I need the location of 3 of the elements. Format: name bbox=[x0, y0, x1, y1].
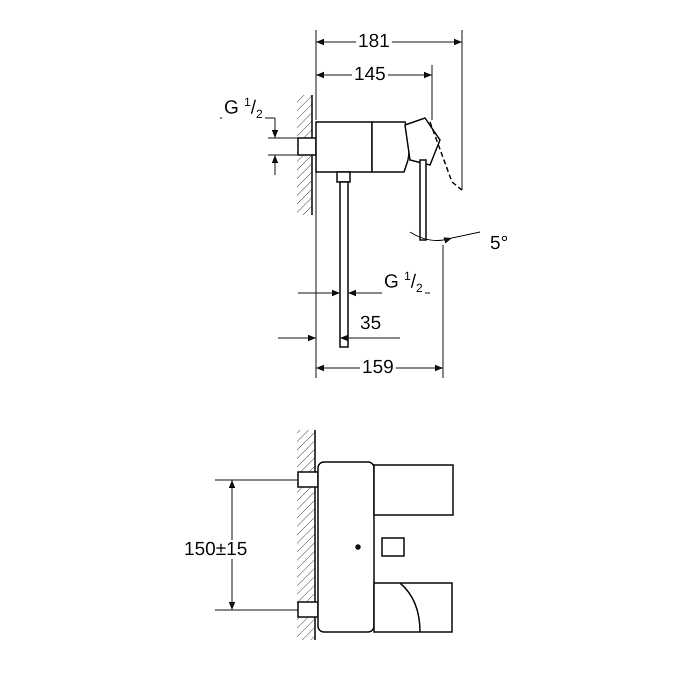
dimension-label: G $^{1}$/$_{2}$ bbox=[222, 96, 265, 120]
dimension-label: 150±15 bbox=[182, 540, 250, 559]
dimension-label: G $^{1}$/$_{2}$ bbox=[382, 270, 425, 294]
